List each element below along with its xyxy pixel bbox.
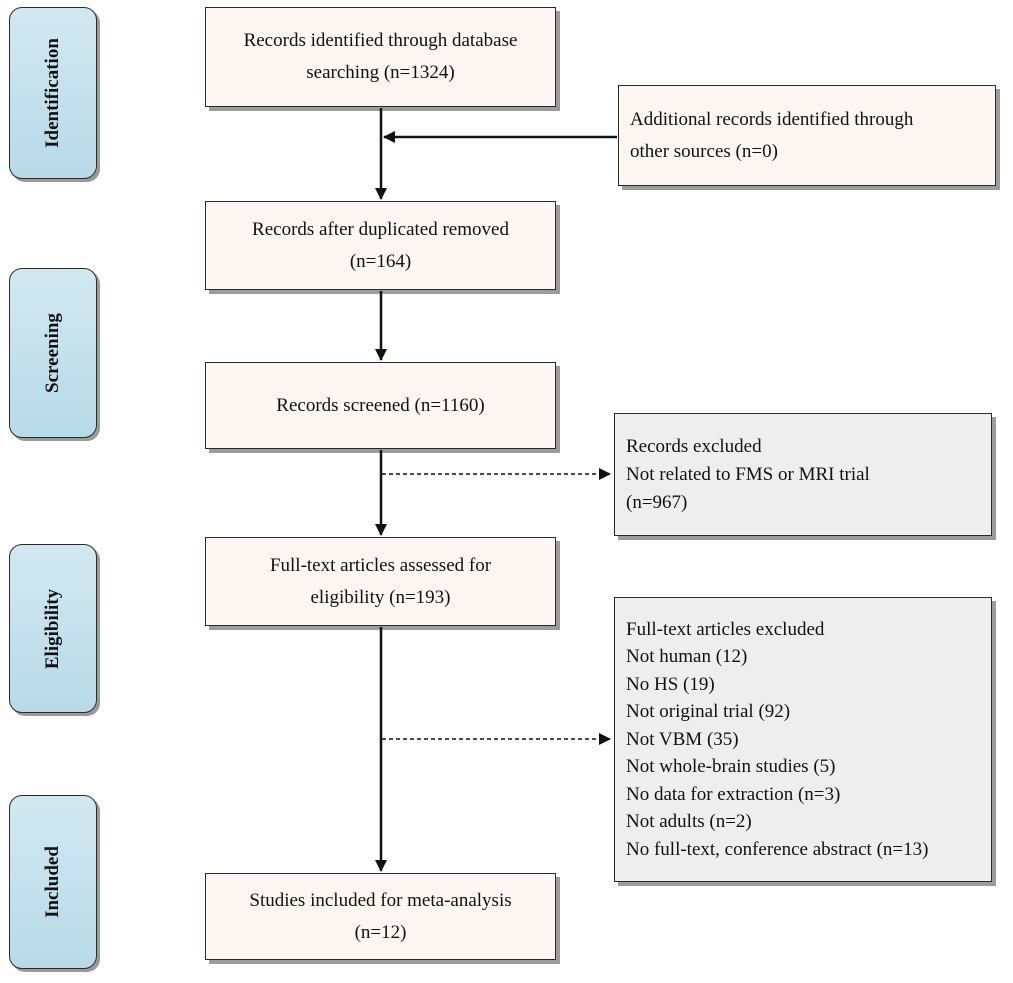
box-studies-included: Studies included for meta-analysis (n=12… [205,873,556,960]
excluded-fulltext-line-7: No data for extraction (n=3) [626,783,841,805]
additional-line-2: other sources (n=0) [630,140,778,162]
fulltext-line-2: eligibility (n=193) [310,586,451,608]
excluded-fulltext-line-3: No HS (19) [626,673,715,695]
box-duplicates-removed: Records after duplicated removed (n=164) [205,201,556,290]
stage-identification: Identification [9,7,97,179]
excluded-records-line-1: Records excluded [626,435,762,457]
box-records-screened: Records screened (n=1160) [205,362,556,449]
excluded-records-line-2: Not related to FMS or MRI trial [626,463,870,485]
stage-included: Included [9,795,97,969]
database-line-1: Records identified through database [243,30,518,51]
stage-eligibility: Eligibility [9,544,97,713]
additional-line-1: Additional records identified through [630,108,914,130]
excluded-records-line-3: (n=967) [626,491,688,513]
box-fulltext-assessed: Full-text articles assessed for eligibil… [205,537,556,626]
fulltext-line-1: Full-text articles assessed for [269,554,492,576]
included-line-2: (n=12) [354,921,407,943]
duplicates-line-2: (n=164) [349,250,412,272]
excluded-fulltext-line-5: Not VBM (35) [626,728,739,750]
excluded-fulltext-line-2: Not human (12) [626,646,748,668]
box-additional-records: Additional records identified through ot… [618,85,996,186]
included-line-1: Studies included for meta-analysis [249,889,512,911]
database-line-2: searching (n=1324) [306,62,455,83]
excluded-fulltext-line-4: Not original trial (92) [626,701,791,723]
stage-screening: Screening [9,268,97,438]
screened-line-1: Records screened (n=1160) [276,394,485,416]
box-records-excluded: Records excluded Not related to FMS or M… [614,413,992,536]
box-fulltext-excluded: Full-text articles excluded Not human (1… [614,597,992,882]
duplicates-line-1: Records after duplicated removed [252,218,509,240]
box-database-records: Records identified through database sear… [205,7,556,107]
excluded-fulltext-line-1: Full-text articles excluded [626,618,825,640]
excluded-fulltext-line-8: Not adults (n=2) [626,811,752,833]
excluded-fulltext-line-9: No full-text, conference abstract (n=13) [626,838,929,860]
excluded-fulltext-line-6: Not whole-brain studies (5) [626,756,836,778]
